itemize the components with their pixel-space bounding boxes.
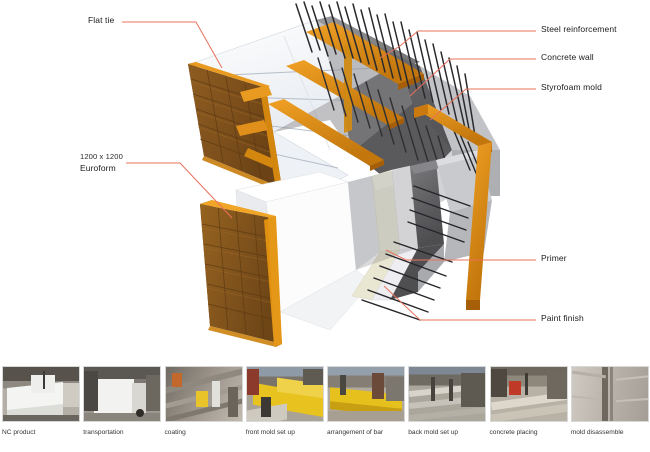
steel-reinforcement-lower	[361, 125, 487, 321]
callout-label-primer: Primer	[541, 253, 567, 263]
steel-reinforcement-upper	[295, 1, 477, 143]
steel-reinforcement-upper-lower-row	[317, 57, 453, 185]
process-caption: NC product	[2, 429, 36, 436]
process-step: front mold set up	[244, 362, 325, 452]
process-photo-arrangement-of-bar	[327, 366, 405, 422]
upper-assembly	[188, 1, 500, 214]
callout-leader-lines	[122, 21, 536, 321]
production-process-photo-strip: NC product transportation	[0, 362, 650, 452]
process-photo-transportation	[83, 366, 162, 422]
leader-styrofoam-mold	[429, 88, 536, 121]
euroform-panel-lower	[200, 200, 282, 347]
leader-primer	[385, 249, 536, 261]
callout-label-euroform-size: 1200 x 1200	[80, 152, 123, 161]
process-step: NC product	[0, 362, 81, 452]
callout-label-flat-tie: Flat tie	[88, 15, 115, 25]
callout-label-styrofoam-mold: Styrofoam mold	[541, 82, 602, 92]
callout-label-concrete-wall: Concrete wall	[541, 52, 594, 62]
process-photo-mold-disassemble	[570, 366, 649, 422]
process-caption: arrangement of bar	[327, 429, 384, 436]
process-step: transportation	[81, 362, 162, 452]
leader-paint-finish	[383, 285, 536, 321]
callout-label-steel-reinforcement: Steel reinforcement	[541, 24, 617, 34]
process-caption: coating	[164, 429, 186, 436]
lower-assembly	[200, 104, 492, 347]
process-step: concrete placing	[488, 362, 569, 452]
process-caption: front mold set up	[245, 429, 295, 436]
process-step: arrangement of bar	[325, 362, 406, 452]
leader-concrete-wall	[409, 58, 536, 97]
diagram-canvas	[122, 1, 536, 347]
process-caption: transportation	[83, 429, 124, 436]
process-photo-nc-product	[2, 366, 80, 422]
process-step: mold disassemble	[569, 362, 650, 452]
process-caption: back mold set up	[408, 429, 459, 436]
process-step: coating	[163, 362, 244, 452]
process-caption: mold disassemble	[570, 429, 624, 436]
process-photo-coating	[164, 366, 243, 422]
exploded-assembly-diagram: Flat tie 1200 x 1200 Euroform Steel rein…	[80, 1, 617, 347]
leader-flat-tie	[122, 21, 223, 69]
callout-label-euroform: Euroform	[80, 163, 116, 173]
callout-label-paint-finish: Paint finish	[541, 313, 584, 323]
process-photo-back-mold-set-up	[408, 366, 487, 422]
process-photo-front-mold-set-up	[245, 366, 324, 422]
process-caption: concrete placing	[489, 429, 538, 436]
leader-steel-reinforcement	[379, 30, 536, 59]
process-step: back mold set up	[406, 362, 487, 452]
flat-tie-stub-upper	[236, 85, 276, 168]
process-photo-concrete-placing	[489, 366, 568, 422]
leader-euroform	[126, 162, 233, 219]
